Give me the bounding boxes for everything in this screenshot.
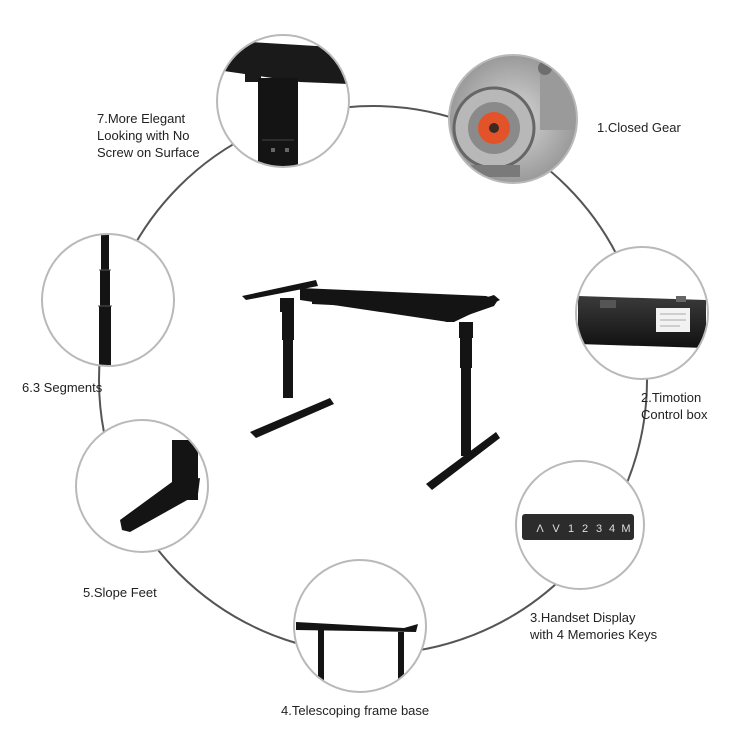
desk-frame-image [242,280,500,490]
handset-key: 2 [582,523,588,535]
label-handset: 3.Handset Display with 4 Memories Keys [530,610,658,642]
handset-key: Λ [536,523,544,535]
handset-key: V [552,523,560,535]
closed-gear-bubble [448,54,578,184]
label-control-box: 2.Timotion Control box [641,390,708,422]
handset-key: 1 [568,523,574,535]
label-closed-gear: 1.Closed Gear [597,120,681,135]
label-frame-base: 4.Telescoping frame base [281,703,430,718]
no-screw-bubble [216,34,350,168]
handset-bubble: Λ V 1 2 3 4 M [515,460,645,590]
slope-feet-bubble [75,419,209,553]
handset-key: M [621,523,630,535]
handset-key: 3 [596,523,602,535]
label-no-screw: 7.More Elegant Looking with No Screw on … [97,111,200,160]
label-slope-feet: 5.Slope Feet [83,585,157,600]
handset-keys: Λ V 1 2 3 4 M [536,523,630,535]
handset-key: 4 [609,523,615,535]
segments-bubble [41,233,175,367]
frame-base-bubble [293,559,427,693]
control-box-bubble [575,246,709,380]
label-segments: 6.3 Segments [22,380,103,395]
